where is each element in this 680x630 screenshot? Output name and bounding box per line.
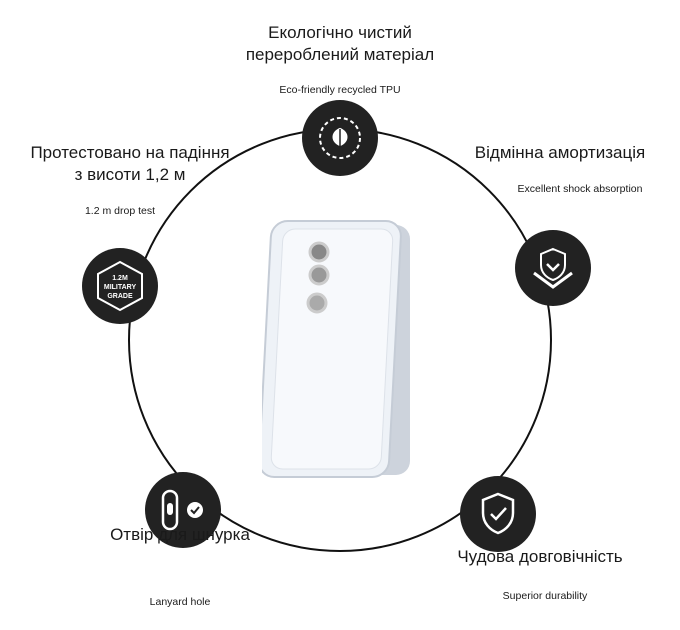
leaf-icon xyxy=(302,100,378,176)
lanyard-subtitle: Lanyard hole xyxy=(149,596,211,608)
shock-subtitle: Excellent shock absorption xyxy=(517,183,643,195)
durability-subtitle: Superior durability xyxy=(502,590,588,602)
shield-check-icon xyxy=(460,476,536,552)
eco-subtitle: Eco-friendly recycled TPU xyxy=(279,84,401,96)
lanyard-title: Отвір для шнурка xyxy=(110,525,250,544)
shock-absorb-shield-icon xyxy=(515,230,591,306)
badge-text: GRADE xyxy=(107,293,133,300)
lanyard-hole-icon xyxy=(145,472,221,548)
badge-text: 1.2M xyxy=(112,275,128,282)
drop-subtitle: 1.2 m drop test xyxy=(84,205,156,217)
shock-title: Відмінна амортизація xyxy=(474,143,646,162)
durability-title: Чудова довговічність xyxy=(457,547,623,566)
badge-text: MILITARY xyxy=(104,284,137,291)
clear-phone-case-image xyxy=(262,220,410,478)
military-grade-badge-icon: 1.2M MILITARY GRADE xyxy=(82,248,158,324)
